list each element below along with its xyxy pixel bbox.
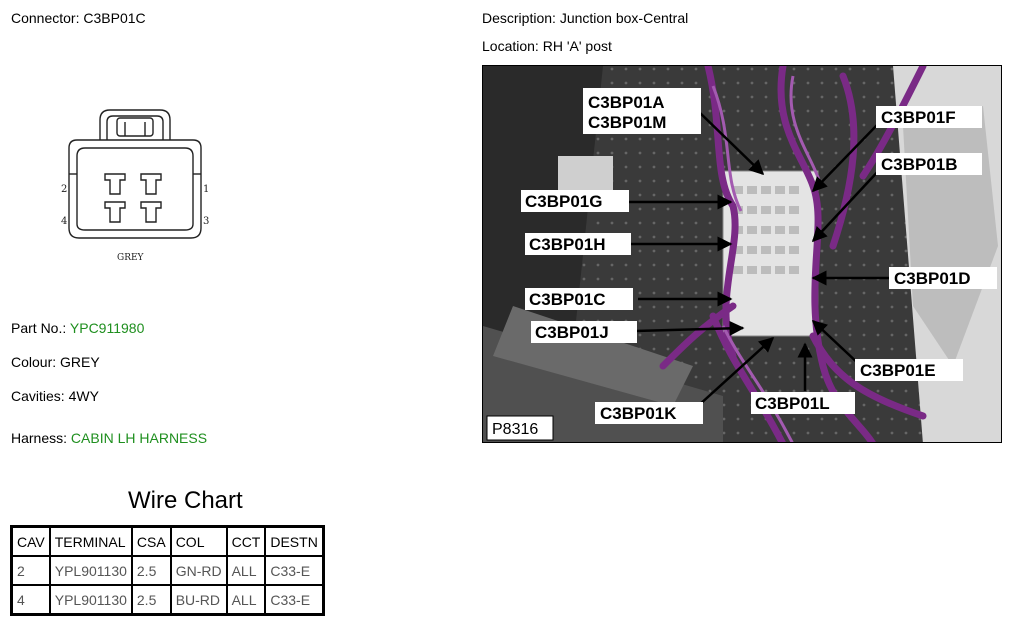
cell-destn: C33-E [264,555,325,586]
table-row: 4 YPL901130 2.5 BU-RD ALL C33-E [10,584,325,616]
cell-cav: 2 [10,555,51,586]
colour-label: Colour: [11,354,57,370]
pin-label: 2 [61,184,67,195]
connector-label: Connector: [11,10,80,26]
callout-label: C3BP01H [529,235,606,254]
cavities-line: Cavities: 4WY [11,388,99,404]
cell-terminal: YPL901130 [48,555,133,586]
part-no-line: Part No.: YPC911980 [11,320,144,336]
cell-destn: C33-E [264,584,325,616]
cell-csa: 2.5 [130,584,172,616]
description-line: Description: Junction box-Central [482,10,688,26]
part-no-link[interactable]: YPC911980 [69,320,145,336]
cell-cav: 4 [10,584,51,616]
callout-label: C3BP01B [881,155,958,174]
colour-value: GREY [60,354,100,370]
location-photo: C3BP01A C3BP01M C3BP01F C3BP01B C3BP01G … [482,65,1002,443]
pin-label: 3 [203,216,209,227]
description-value: Junction box-Central [559,10,689,26]
callout-label: C3BP01K [600,404,677,423]
callout-label: C3BP01F [881,108,956,127]
column-header: CCT [225,525,267,557]
pin-label: 4 [61,216,67,227]
wire-chart-header-row: CAV TERMINAL CSA COL CCT DESTN [10,525,325,557]
description-label: Description: [482,10,556,26]
pin-label: 1 [203,184,209,195]
cavities-label: Cavities: [11,388,65,404]
connector-face-drawing: 2 1 4 3 GREY [61,109,209,263]
part-no-label: Part No.: [11,320,67,336]
harness-link[interactable]: CABIN LH HARNESS [70,430,208,446]
location-line: Location: RH 'A' post [482,38,612,54]
callout-label: C3BP01G [525,192,602,211]
cell-terminal: YPL901130 [48,584,133,616]
cavities-value: 4WY [68,388,99,404]
connector-value: C3BP01C [83,10,146,26]
wire-chart-table: CAV TERMINAL CSA COL CCT DESTN 2 YPL9011… [10,525,325,616]
callout-label: C3BP01A [588,93,665,112]
colour-line: Colour: GREY [11,354,100,370]
cell-cct: ALL [225,584,267,616]
callout-label: C3BP01D [894,269,971,288]
location-label: Location: [482,38,539,54]
location-value: RH 'A' post [542,38,612,54]
callout-label: C3BP01J [535,323,609,342]
cell-cct: ALL [225,555,267,586]
connector-color-caption: GREY [117,253,145,263]
harness-line: Harness: CABIN LH HARNESS [11,430,207,446]
callout-label: C3BP01E [860,361,936,380]
column-header: COL [169,525,228,557]
callout-label: C3BP01L [755,394,830,413]
wire-chart-title: Wire Chart [128,487,243,514]
cell-col: BU-RD [169,584,228,616]
photo-reference: P8316 [492,421,538,438]
column-header: CAV [10,525,51,557]
table-row: 2 YPL901130 2.5 GN-RD ALL C33-E [10,555,325,586]
column-header: CSA [130,525,172,557]
callout-label: C3BP01M [588,113,666,132]
cell-csa: 2.5 [130,555,172,586]
column-header: TERMINAL [48,525,133,557]
location-photo-illustration: C3BP01A C3BP01M C3BP01F C3BP01B C3BP01G … [483,66,1001,442]
connector-line: Connector: C3BP01C [11,10,146,26]
column-header: DESTN [264,525,325,557]
callout-label: C3BP01C [529,290,606,309]
harness-label: Harness: [11,430,68,446]
cell-col: GN-RD [169,555,228,586]
